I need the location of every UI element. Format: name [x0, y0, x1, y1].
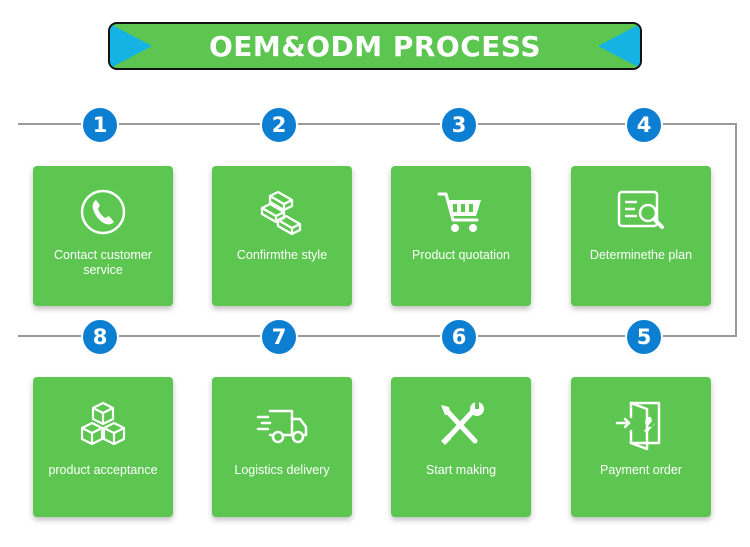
step-label-7: Logistics delivery: [234, 463, 330, 477]
right-connector-line: [735, 123, 737, 337]
step-label-6: Start making: [425, 463, 497, 477]
left-arrow-icon: [110, 24, 152, 68]
step-badge-1: 1: [81, 106, 119, 144]
step-label-5: Payment order: [600, 463, 682, 477]
step-card-5: Payment order: [571, 377, 711, 517]
step-badge-6: 6: [440, 318, 478, 356]
title-banner: OEM&ODM PROCESS: [108, 22, 642, 70]
door-wrench-icon: [615, 399, 667, 451]
step-badge-2: 2: [260, 106, 298, 144]
step-label-4: Determinethe plan: [589, 248, 693, 262]
gold-bars-icon: [256, 186, 308, 238]
step-card-1: Contact customer service: [33, 166, 173, 306]
step-card-8: product acceptance: [33, 377, 173, 517]
boxes-icon: [77, 399, 129, 451]
bottom-connector-line: [18, 335, 737, 337]
step-card-7: Logistics delivery: [212, 377, 352, 517]
right-arrow-icon: [598, 24, 640, 68]
page-title: OEM&ODM PROCESS: [208, 30, 541, 63]
step-badge-7: 7: [260, 318, 298, 356]
step-card-3: Product quotation: [391, 166, 531, 306]
step-label-2: Confirmthe style: [236, 248, 328, 262]
delivery-truck-icon: [256, 399, 308, 451]
step-card-4: Determinethe plan: [571, 166, 711, 306]
document-search-icon: [615, 186, 667, 238]
step-label-8: product acceptance: [48, 463, 158, 477]
step-label-1: Contact customer service: [54, 248, 152, 277]
step-badge-8: 8: [81, 318, 119, 356]
step-card-6: Start making: [391, 377, 531, 517]
step-badge-4: 4: [625, 106, 663, 144]
step-card-2: Confirmthe style: [212, 166, 352, 306]
phone-icon: [77, 186, 129, 238]
tools-icon: [435, 399, 487, 451]
top-connector-line: [18, 123, 737, 125]
shopping-cart-icon: [435, 186, 487, 238]
step-badge-3: 3: [440, 106, 478, 144]
step-badge-5: 5: [625, 318, 663, 356]
step-label-3: Product quotation: [412, 248, 510, 262]
